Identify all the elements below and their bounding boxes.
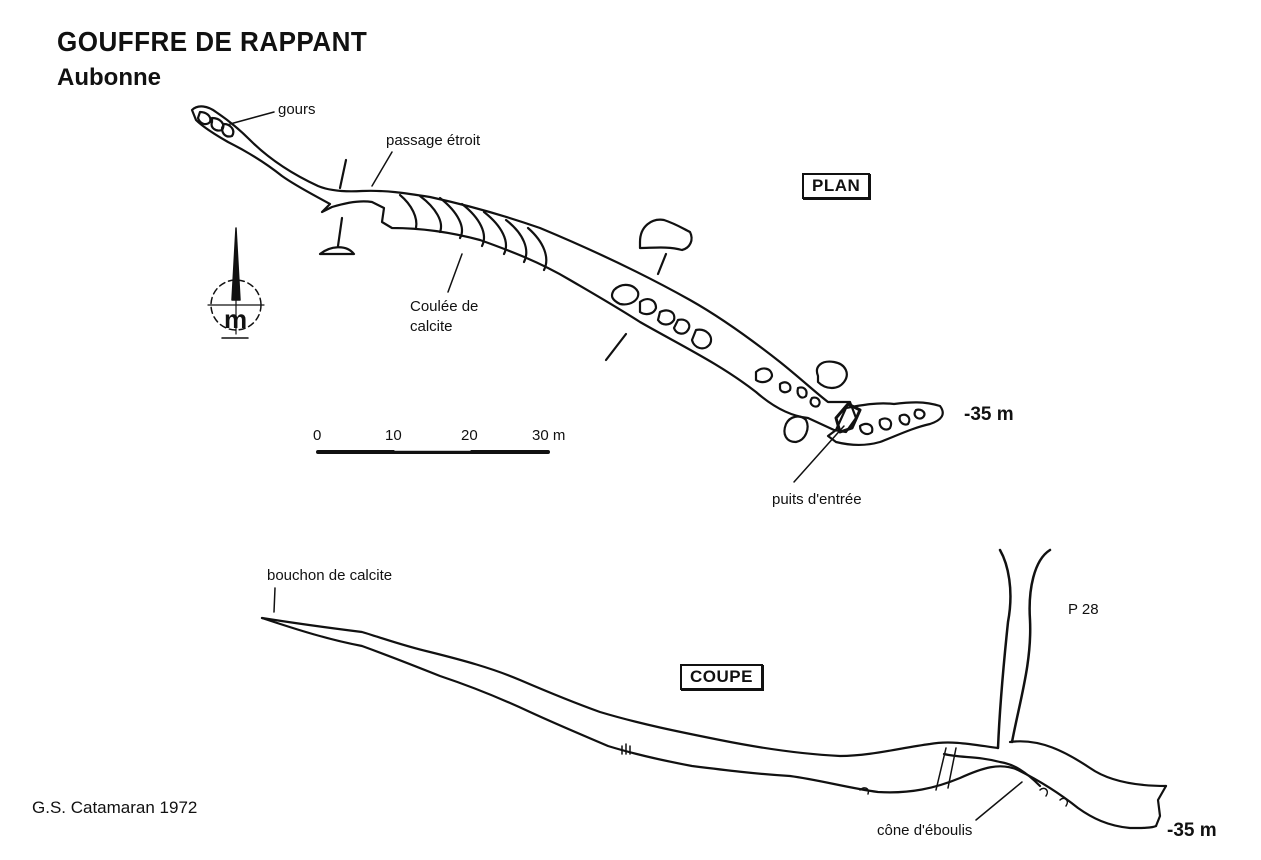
label-passage-etroit: passage étroit	[386, 132, 481, 149]
label-puits-entree: puits d'entrée	[772, 491, 862, 508]
label-bouchon-calcite: bouchon de calcite	[267, 567, 393, 584]
section-tag: COUPE	[680, 664, 763, 690]
label-coulee-line2: calcite	[410, 318, 453, 335]
label-pitch-p28: P 28	[1068, 601, 1099, 618]
north-arrow-letter: m	[224, 304, 248, 334]
scale-tick-0: 0	[313, 427, 322, 444]
page-subtitle: Aubonne	[57, 64, 161, 91]
scale-tick-20: 20	[461, 427, 478, 444]
label-gours: gours	[278, 101, 316, 118]
section-depth-label: -35 m	[1167, 820, 1217, 841]
plan-passage	[190, 105, 944, 483]
page-title: GOUFFRE DE RAPPANT	[57, 26, 368, 57]
scale-tick-30: 30 m	[532, 427, 566, 444]
north-arrow-icon	[207, 227, 265, 339]
section-profile	[260, 548, 1168, 830]
label-coulee-line1: Coulée de	[410, 298, 479, 315]
scale-tick-10: 10	[385, 427, 402, 444]
scale-bar	[316, 449, 550, 454]
survey-credit: G.S. Catamaran 1972	[32, 798, 198, 817]
label-cone-eboulis: cône d'éboulis	[877, 822, 973, 839]
plan-depth-label: -35 m	[964, 404, 1014, 425]
plan-tag: PLAN	[802, 173, 871, 199]
